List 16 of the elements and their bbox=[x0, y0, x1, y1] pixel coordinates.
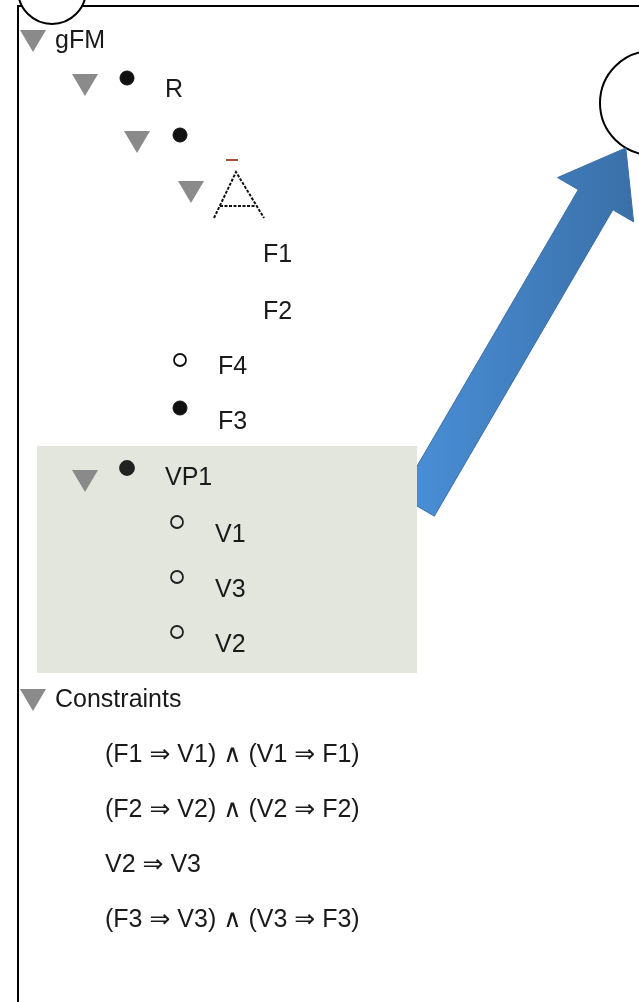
constraint-text: V2 ⇒ V3 bbox=[105, 848, 201, 878]
tree-item-label: R bbox=[165, 73, 184, 103]
tree-item-label: F4 bbox=[218, 350, 248, 380]
section-heading: Constraints bbox=[55, 683, 182, 713]
tree-item-label: F1 bbox=[263, 238, 293, 268]
tree-item-label: VP1 bbox=[165, 461, 213, 491]
constraint-text: (F1 ⇒ V1) ∧ (V1 ⇒ F1) bbox=[105, 738, 360, 768]
constraint-text: (F2 ⇒ V2) ∧ (V2 ⇒ F2) bbox=[105, 793, 360, 823]
highlighted-group-band bbox=[37, 446, 417, 673]
tree-item-label: V2 bbox=[215, 628, 246, 658]
constraint-text: (F3 ⇒ V3) ∧ (V3 ⇒ F3) bbox=[105, 903, 360, 933]
tree-item-label: gFM bbox=[55, 24, 105, 54]
tree-item-label: V1 bbox=[215, 518, 246, 548]
tree-item-label: F2 bbox=[263, 295, 293, 325]
tree-item-label: V3 bbox=[215, 573, 246, 603]
tree-item-label: F3 bbox=[218, 405, 248, 435]
